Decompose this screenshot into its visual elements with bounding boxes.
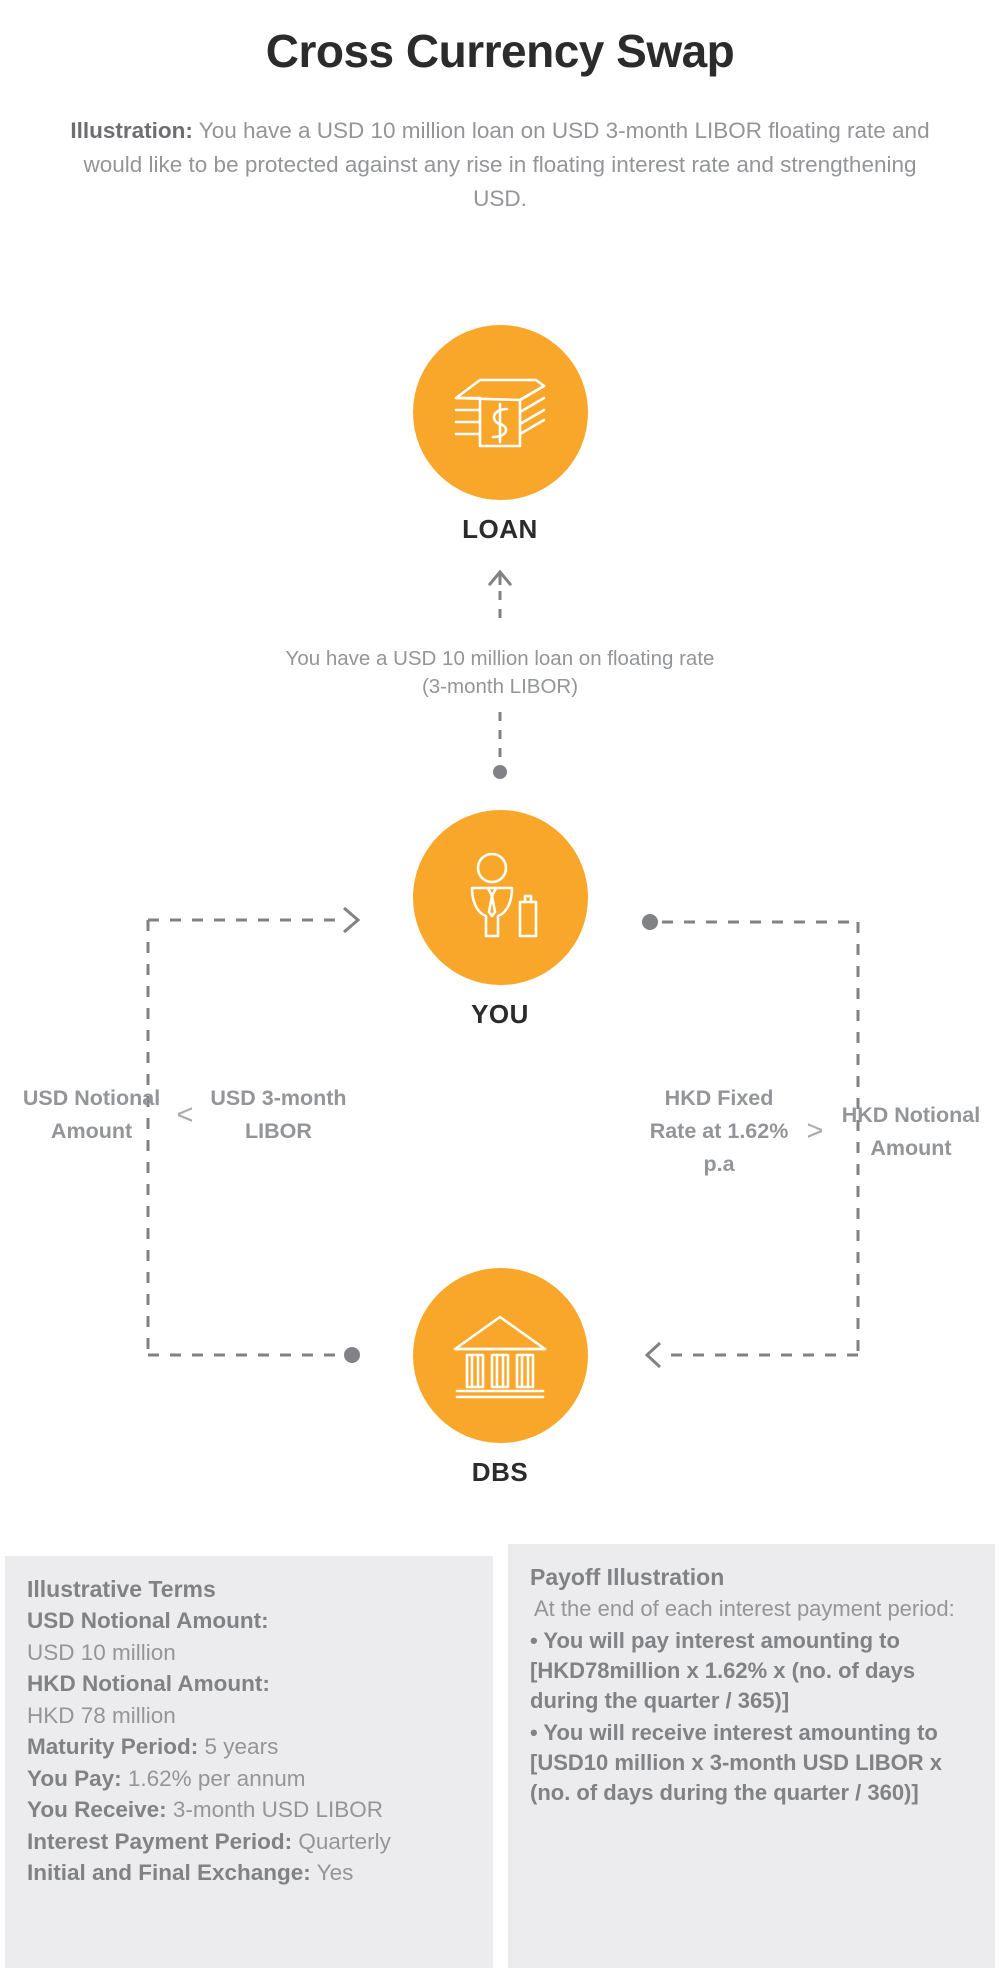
terms-row-value: 1.62% per annum [121, 1765, 306, 1791]
terms-row-label: Maturity Period: [27, 1734, 199, 1759]
payoff-bullets: • You will pay interest amounting to [HK… [530, 1626, 973, 1808]
payoff-bullet-item: • You will pay interest amounting to [HK… [530, 1628, 916, 1713]
label-hkd-fixed-rate: HKD Fixed Rate at 1.62% p.a [649, 1086, 789, 1176]
connector-dot-you-right [642, 914, 658, 930]
terms-row: USD Notional Amount: USD 10 million [27, 1605, 471, 1668]
comparator-left: < [176, 1098, 194, 1131]
terms-row: HKD Notional Amount: HKD 78 million [27, 1668, 471, 1731]
terms-row: You Receive: 3-month USD LIBOR [27, 1794, 471, 1826]
loan-circle [412, 325, 588, 500]
terms-row-value: Quarterly [292, 1828, 391, 1854]
dbs-circle [412, 1268, 588, 1443]
terms-row-value: 3-month USD LIBOR [166, 1797, 383, 1822]
label-usd-3month-libor: USD 3-month LIBOR [210, 1086, 347, 1143]
illustrative-terms-box: Illustrative Terms USD Notional Amount:U… [5, 1556, 493, 1968]
label-hkd-notional-amount: HKD Notional Amount [841, 1102, 981, 1160]
page-title: Cross Currency Swap [265, 25, 735, 77]
you-label: YOU [471, 999, 529, 1029]
terms-row-label: You Pay: [27, 1765, 122, 1791]
illustration-label: Illustration: [70, 118, 193, 143]
terms-title: Illustrative Terms [27, 1576, 216, 1602]
payoff-title: Payoff Illustration [530, 1564, 725, 1590]
payoff-illustration-box: Payoff Illustration At the end of each i… [508, 1544, 995, 1968]
flow-text-loan-to-you: You have a USD 10 million loan on floati… [285, 647, 715, 698]
businessperson-icon [470, 852, 538, 937]
money-stack-icon [454, 378, 546, 447]
terms-row-label: Initial and Final Exchange: [27, 1860, 311, 1885]
terms-row: Initial and Final Exchange: Yes [27, 1857, 471, 1889]
connector-dot-you-top [493, 765, 507, 779]
illustration-text: You have a USD 10 million loan on USD 3-… [83, 118, 930, 211]
terms-row-label: HKD Notional Amount: [27, 1671, 270, 1696]
comparator-right: > [806, 1115, 824, 1147]
node-dbs[interactable]: DBS [400, 1268, 600, 1488]
labels-right-leg: HKD Fixed Rate at 1.62% p.a > HKD Notion… [630, 1082, 1000, 1181]
terms-row-label: USD Notional Amount: [27, 1608, 269, 1633]
connector-dot-dbs-left [344, 1347, 360, 1363]
dbs-label: DBS [471, 1457, 529, 1487]
label-usd-notional-amount: USD Notional Amount [22, 1086, 161, 1143]
payoff-bullet-item: • You will receive interest amounting to… [530, 1720, 942, 1805]
terms-row-value: USD 10 million [27, 1639, 176, 1665]
terms-row: Interest Payment Period: Quarterly [27, 1826, 471, 1858]
terms-row-value: Yes [310, 1860, 354, 1885]
bank-building-icon [453, 1315, 547, 1398]
you-circle [412, 810, 588, 985]
labels-left-leg: USD Notional Amount < USD 3-month LIBOR [0, 1082, 370, 1148]
terms-row-value: 5 years [198, 1734, 279, 1759]
terms-row-label: Interest Payment Period: [27, 1828, 293, 1854]
terms-row: Maturity Period: 5 years [27, 1731, 471, 1763]
illustration-subtitle: Illustration: You have a USD 10 million … [55, 114, 945, 216]
node-loan[interactable]: LOAN [400, 325, 600, 545]
terms-row-label: You Receive: [27, 1797, 167, 1822]
loan-label: LOAN [462, 514, 538, 544]
terms-row: You Pay: 1.62% per annum [27, 1763, 471, 1795]
terms-row-value: HKD 78 million [27, 1702, 176, 1728]
node-you[interactable]: YOU [400, 810, 600, 1030]
payoff-subtitle: At the end of each interest payment peri… [534, 1596, 955, 1621]
